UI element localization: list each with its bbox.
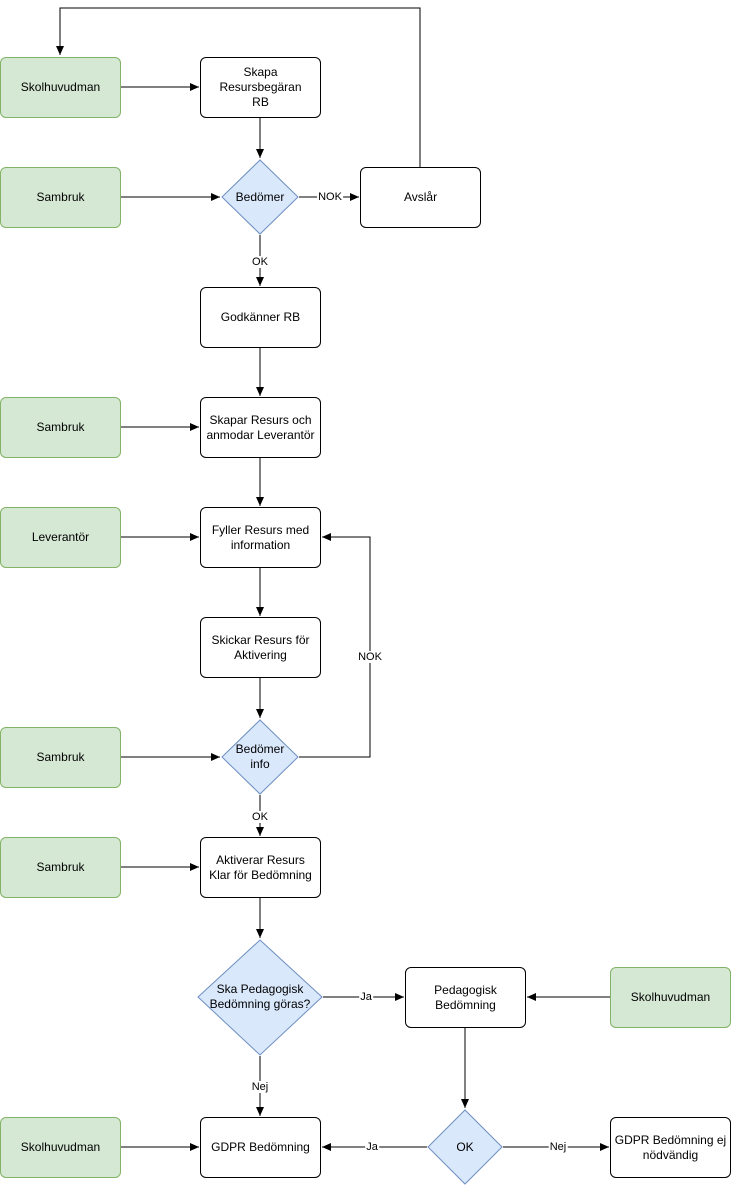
actor-skolhuvudman[interactable]: Skolhuvudman xyxy=(610,967,731,1028)
actor-skolhuvudman[interactable]: Skolhuvudman xyxy=(0,57,121,118)
actor-sambruk[interactable]: Sambruk xyxy=(0,837,121,898)
decision-bedomer-shape xyxy=(221,159,299,235)
decision-bedomer-info-shape xyxy=(221,719,299,795)
actor-sambruk[interactable]: Sambruk xyxy=(0,397,121,458)
process-fyller-resurs[interactable]: Fyller Resurs med information xyxy=(200,507,321,568)
process-aktiverar-resurs[interactable]: Aktiverar Resurs Klar för Bedömning xyxy=(200,837,321,898)
actor-skolhuvudman[interactable]: Skolhuvudman xyxy=(0,1117,121,1178)
process-gdpr-ej-nodvandig[interactable]: GDPR Bedömning ej nödvändig xyxy=(610,1117,731,1178)
decision-bedomer[interactable]: Bedömer xyxy=(235,189,285,204)
decision-ska-pedagogisk[interactable]: Ska Pedagogisk Bedömning göras? xyxy=(209,982,311,1011)
edge-label-ja: Ja xyxy=(359,991,373,1003)
decision-ok-shape xyxy=(427,1109,503,1185)
edge-label-nok: NOK xyxy=(317,191,343,203)
edge-label-nok: NOK xyxy=(357,651,383,663)
actor-sambruk[interactable]: Sambruk xyxy=(0,727,121,788)
edge-bedomer-info-nok xyxy=(299,533,371,758)
edge-label-nej: Nej xyxy=(250,1081,270,1093)
decision-bedomer-info[interactable]: Bedömer info xyxy=(235,742,285,771)
process-avslar[interactable]: Avslår xyxy=(360,167,481,228)
decision-ok[interactable]: OK xyxy=(456,1139,474,1154)
process-pedagogisk-bedomning[interactable]: Pedagogisk Bedömning xyxy=(405,967,526,1028)
process-skapa-resursbegaran[interactable]: Skapa Resursbegäran RB xyxy=(200,57,321,118)
actor-sambruk[interactable]: Sambruk xyxy=(0,167,121,228)
process-godkanner-rb[interactable]: Godkänner RB xyxy=(200,287,321,348)
decision-ska-pedagogisk-shape xyxy=(197,939,323,1056)
process-gdpr-bedomning[interactable]: GDPR Bedömning xyxy=(200,1117,321,1178)
edge-label-ok: OK xyxy=(251,811,269,823)
process-skapar-resurs[interactable]: Skapar Resurs och anmodar Leverantör xyxy=(200,397,321,458)
process-skickar-resurs[interactable]: Skickar Resurs för Aktivering xyxy=(200,617,321,678)
edge-label-ok: OK xyxy=(251,256,269,268)
edge-avslar-loop xyxy=(56,7,421,167)
edge-label-nej: Nej xyxy=(548,1141,568,1153)
actor-leverantor[interactable]: Leverantör xyxy=(0,507,121,568)
edge-label-ja: Ja xyxy=(365,1141,379,1153)
